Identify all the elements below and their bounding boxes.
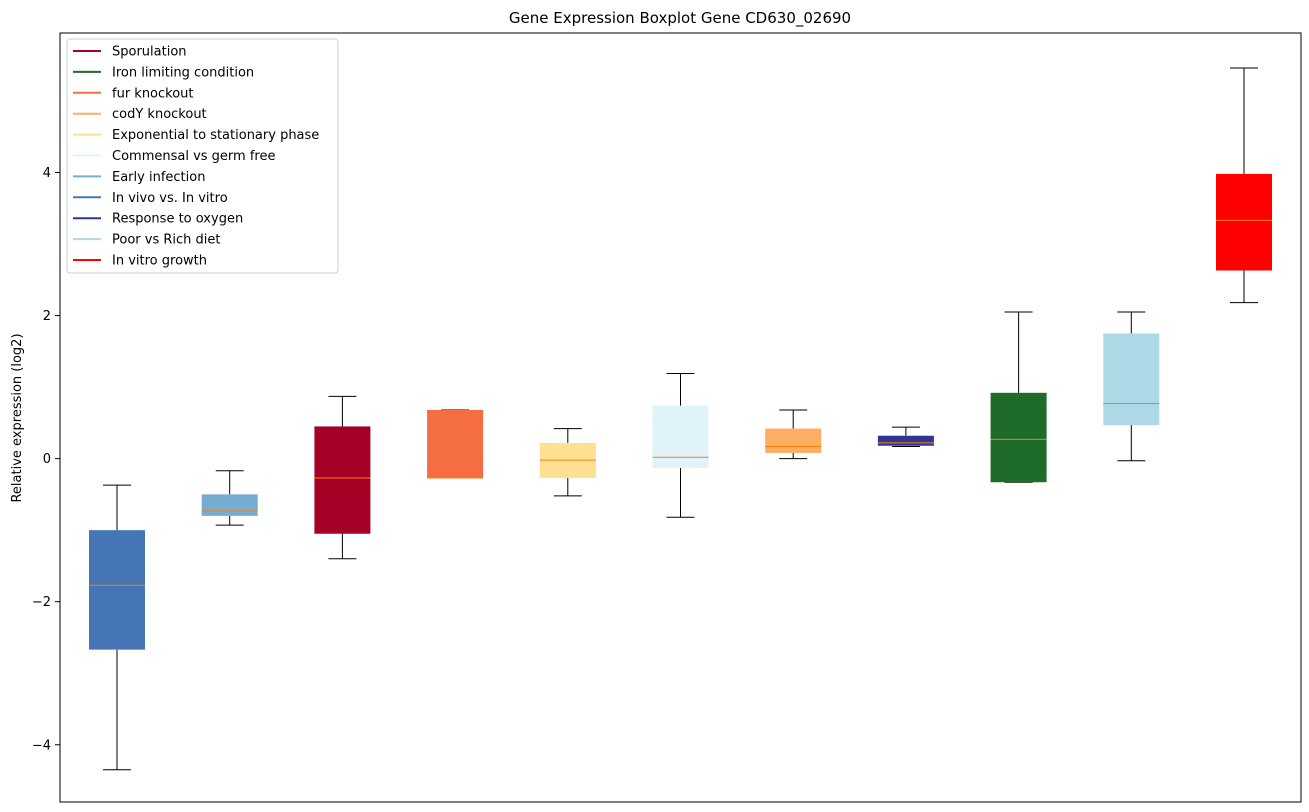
boxes-layer [89, 67, 1272, 771]
box [89, 530, 145, 650]
box [1103, 333, 1160, 426]
y-axis: −4 −2 0 2 4 [32, 166, 60, 753]
chart-title: Gene Expression Boxplot Gene CD630_02690 [509, 9, 851, 28]
legend-frame [66, 38, 339, 274]
y-tick-label: 0 [43, 452, 51, 467]
legend-label: fur knockout [112, 86, 194, 101]
y-tick-label: −4 [32, 738, 51, 753]
box [314, 426, 371, 534]
box-group [539, 428, 596, 497]
legend-label: Exponential to stationary phase [112, 128, 319, 143]
legend-label: Commensal vs germ free [112, 149, 275, 164]
box-group [1216, 67, 1272, 304]
box-group [1103, 311, 1160, 462]
y-axis-label: Relative expression (log2) [10, 333, 25, 502]
legend-label: Poor vs Rich diet [112, 233, 220, 248]
legend-label: In vitro growth [112, 254, 207, 269]
box [652, 405, 709, 468]
y-tick-label: 4 [43, 166, 51, 181]
box-group [765, 409, 822, 460]
box [877, 435, 934, 446]
box [201, 494, 258, 516]
box-group [201, 470, 258, 526]
plot-frame [59, 32, 1302, 803]
y-tick-label: −2 [32, 595, 51, 610]
box-group [427, 409, 484, 479]
box [765, 428, 822, 453]
box-group [652, 373, 709, 518]
legend-label: Response to oxygen [112, 212, 243, 227]
box [1216, 173, 1272, 271]
box [427, 409, 484, 478]
legend-label: Sporulation [112, 45, 187, 60]
box-group [314, 395, 371, 560]
legend-label: Early infection [112, 170, 205, 185]
legend-label: Iron limiting condition [112, 65, 254, 80]
box-group [990, 311, 1047, 483]
legend-label: In vivo vs. In vitro [112, 191, 228, 206]
box-group [89, 484, 145, 771]
box [990, 392, 1047, 483]
box-group [877, 426, 934, 447]
y-tick-label: 2 [43, 309, 51, 324]
legend-label: codY knockout [112, 107, 207, 122]
